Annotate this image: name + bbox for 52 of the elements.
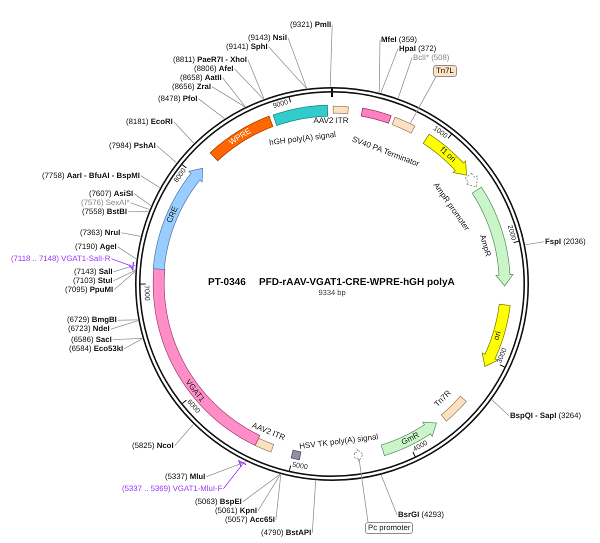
leader-line (358, 458, 368, 522)
leader-line (222, 77, 246, 108)
leader-line (198, 98, 225, 119)
leader-line (113, 264, 136, 272)
leader-line (110, 320, 139, 330)
leader-line (410, 76, 436, 124)
leader-line (242, 474, 280, 502)
leader-line (117, 319, 138, 321)
leader-line (124, 338, 143, 350)
leader-line (112, 338, 143, 340)
feature-label: ori (492, 330, 504, 342)
leader-line (288, 37, 308, 89)
leader-line (134, 193, 152, 206)
leader-line (524, 241, 544, 246)
feature-label: f1 ori (438, 145, 458, 164)
leader-line (491, 399, 510, 416)
leader-line (258, 474, 281, 512)
leader-line (173, 121, 194, 144)
plasmid-name: PT-0346 (208, 277, 246, 289)
leader-line (140, 175, 160, 188)
leader-line (212, 86, 246, 108)
leader-line (128, 211, 149, 212)
feature-label: hGH poly(A) signal (269, 130, 337, 148)
feature-label: CRE (165, 204, 181, 224)
leader-line (117, 246, 137, 260)
leader-line (275, 474, 282, 520)
leader-line (312, 480, 316, 534)
leader-line (380, 48, 398, 94)
leader-line (206, 461, 246, 478)
leader-line (114, 271, 136, 290)
leader-line (234, 68, 264, 100)
leader-line (330, 24, 333, 88)
feature-label: AAV2 ITR (250, 420, 287, 443)
leader-line (378, 39, 380, 93)
leader-line (130, 202, 150, 210)
primer-site-mark (238, 460, 248, 468)
plasmid-name: PFD-rAAV-VGAT1-CRE-WPRE-hGH polyA (259, 277, 455, 289)
leader-line (398, 57, 412, 99)
leader-line (120, 232, 141, 237)
primer-site-mark (128, 261, 134, 272)
feature-label: AmpR (478, 234, 494, 258)
leader-line (111, 258, 132, 267)
feature-arc-pointed (352, 448, 364, 463)
leader-line (174, 424, 194, 446)
leader-line (156, 145, 177, 164)
leader-line (248, 59, 264, 100)
feature-arc (390, 116, 416, 134)
feature-label: HSV TK poly(A) signal (298, 432, 378, 452)
leader-line (113, 270, 136, 282)
leader-line (222, 464, 243, 490)
leader-line (268, 46, 307, 89)
feature-label: AAV2 ITR (314, 116, 348, 126)
